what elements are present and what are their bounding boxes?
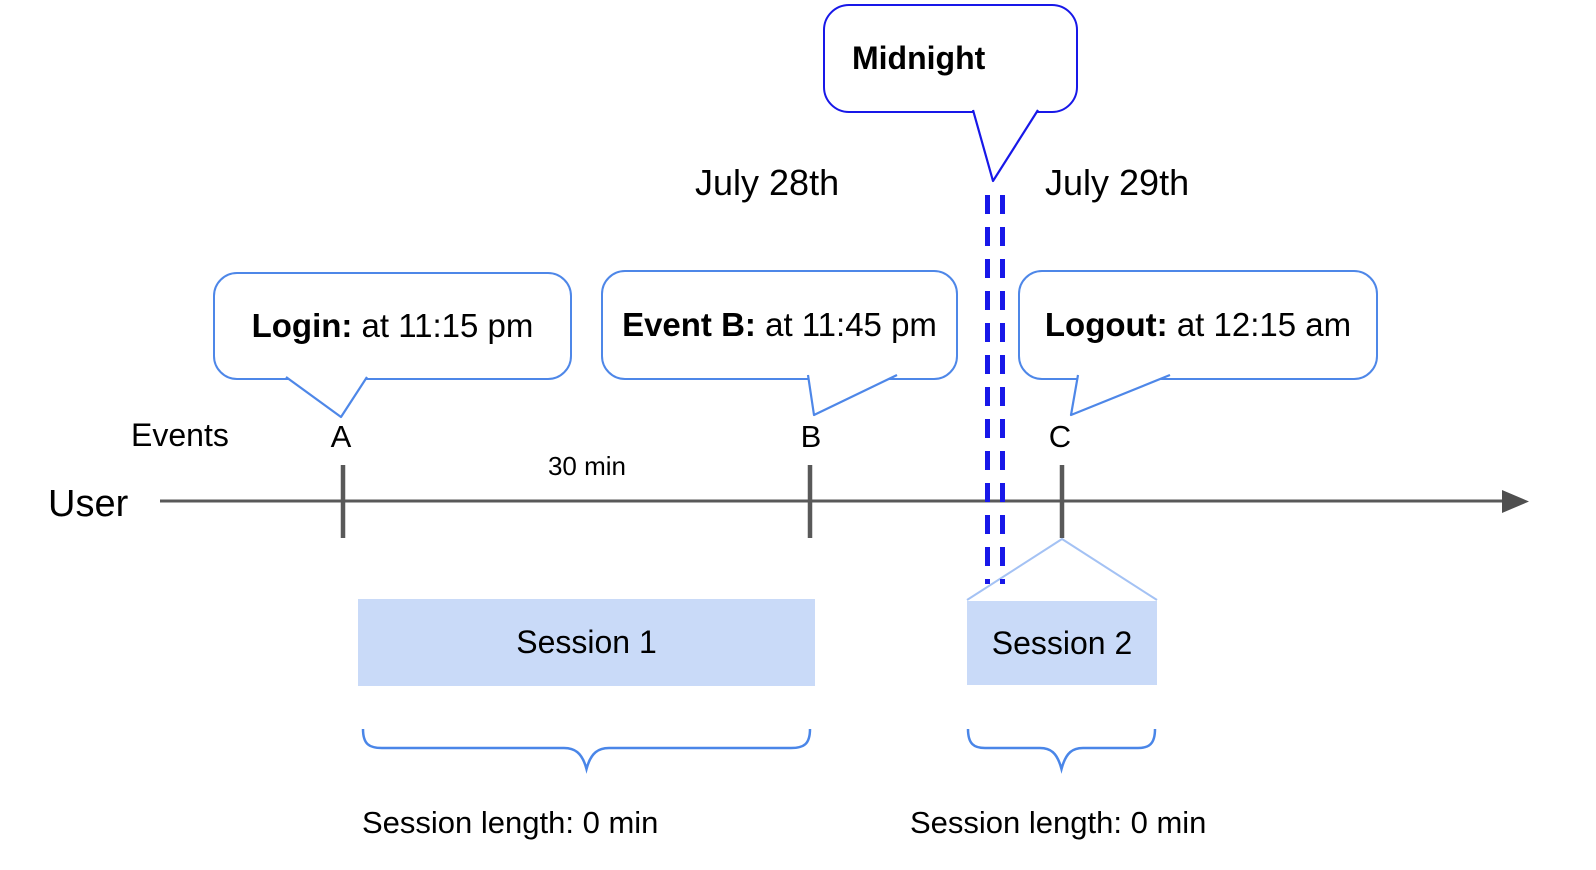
event-marker-a: A (330, 419, 352, 454)
logout-callout-bubble: Logout: at 12:15 am (1018, 270, 1378, 380)
session-1-label: Session 1 (516, 624, 657, 660)
session-1-length-label: Session length: 0 min (362, 805, 659, 840)
session-2-box: Session 2 (967, 601, 1157, 685)
session-2-length-label: Session length: 0 min (910, 805, 1207, 840)
events-axis-label: Events (131, 417, 229, 453)
session-1-brace (361, 728, 812, 774)
event-b-callout-bubble: Event B: at 11:45 pm (601, 270, 958, 380)
timeline-arrowhead (1502, 490, 1529, 513)
session-2-brace (966, 728, 1157, 774)
midnight-callout-label: Midnight (852, 40, 986, 76)
interval-30min-label: 30 min (547, 451, 627, 481)
login-callout-label-time: at 11:15 pm (352, 307, 534, 344)
date-label-july-29: July 29th (1045, 162, 1190, 203)
user-row-label: User (48, 483, 129, 525)
logout-callout-label-bold: Logout: (1044, 306, 1168, 343)
login-callout-tail (285, 376, 368, 419)
event-b-callout-tail (806, 374, 898, 417)
session-2-label: Session 2 (991, 624, 1133, 661)
login-callout-bubble: Login: at 11:15 pm (213, 272, 572, 380)
session-1-box: Session 1 (358, 599, 815, 686)
date-label-july-28: July 28th (695, 162, 840, 203)
session-2-expand-lines (966, 537, 1158, 601)
logout-callout-label-time: at 12:15 am (1167, 306, 1352, 343)
event-marker-b: B (800, 419, 822, 454)
midnight-callout-tail (971, 109, 1039, 183)
logout-callout-tail (1069, 373, 1171, 417)
login-callout-label-bold: Login: (251, 307, 353, 344)
event-marker-c: C (1048, 419, 1072, 454)
midnight-callout-bubble: Midnight (823, 4, 1078, 113)
event-b-callout-label-bold: Event B: (622, 306, 756, 343)
event-b-callout-label-time: at 11:45 pm (755, 306, 937, 343)
